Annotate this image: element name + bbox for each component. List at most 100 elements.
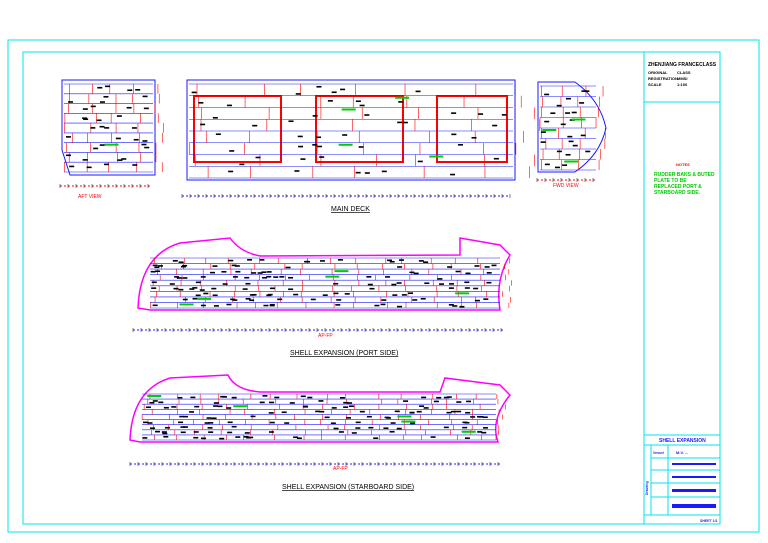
plate-thickness-mark bbox=[227, 104, 233, 107]
plate-thickness-mark bbox=[132, 164, 138, 166]
plate-thickness-mark bbox=[127, 89, 133, 92]
renewal-mark bbox=[564, 160, 579, 163]
plate-thickness-mark bbox=[182, 264, 188, 267]
plate-thickness-mark bbox=[211, 417, 217, 420]
plate-thickness-mark bbox=[391, 283, 397, 286]
plate-thickness-mark bbox=[105, 85, 111, 88]
plate-thickness-mark bbox=[409, 271, 415, 274]
plate-thickness-mark bbox=[474, 265, 480, 267]
plate-thickness-mark bbox=[96, 119, 102, 122]
plate-thickness-mark bbox=[417, 160, 423, 163]
plate-thickness-mark bbox=[199, 289, 205, 291]
plate-thickness-mark bbox=[226, 303, 232, 306]
plate-thickness-mark bbox=[294, 170, 300, 172]
plate-thickness-mark bbox=[222, 283, 228, 285]
plate-thickness-mark bbox=[319, 260, 325, 262]
plate-thickness-mark bbox=[343, 406, 349, 408]
plate-thickness-mark bbox=[437, 278, 443, 280]
starboard-shell-expansion bbox=[129, 374, 512, 443]
plate-thickness-mark bbox=[203, 292, 209, 295]
plate-thickness-mark bbox=[397, 121, 403, 124]
plate-thickness-mark bbox=[65, 136, 71, 138]
plate-thickness-mark bbox=[142, 140, 148, 142]
plate-thickness-mark bbox=[540, 131, 546, 133]
plate-thickness-mark bbox=[337, 259, 343, 261]
plate-thickness-mark bbox=[229, 150, 235, 152]
port-title: SHELL EXPANSION (PORT SIDE) bbox=[290, 350, 398, 357]
plate-thickness-mark bbox=[394, 410, 400, 413]
starboard-title: SHELL EXPANSION (STARBOARD SIDE) bbox=[282, 484, 414, 491]
plate-thickness-mark bbox=[364, 114, 370, 116]
plate-thickness-mark bbox=[336, 299, 342, 301]
plate-thickness-mark bbox=[249, 299, 255, 302]
plate-thickness-mark bbox=[355, 100, 361, 103]
plate-thickness-mark bbox=[142, 95, 148, 98]
plate-thickness-mark bbox=[213, 402, 219, 404]
plate-thickness-mark bbox=[482, 427, 488, 429]
plate-thickness-mark bbox=[145, 406, 151, 409]
plate-thickness-mark bbox=[297, 135, 303, 138]
plate-thickness-mark bbox=[567, 135, 573, 138]
plate-thickness-mark bbox=[191, 91, 197, 94]
plate-thickness-mark bbox=[556, 104, 562, 107]
plate-thickness-mark bbox=[344, 293, 350, 295]
plate-thickness-mark bbox=[200, 304, 206, 307]
plate-thickness-mark bbox=[269, 421, 275, 424]
renewal-mark bbox=[341, 108, 356, 111]
plate-thickness-mark bbox=[104, 163, 110, 166]
plate-thickness-mark bbox=[389, 260, 395, 263]
plate-thickness-mark bbox=[396, 282, 402, 284]
plate-thickness-mark bbox=[155, 430, 161, 433]
plate-thickness-mark bbox=[484, 266, 490, 268]
plate-thickness-mark bbox=[269, 304, 275, 307]
plate-thickness-mark bbox=[358, 146, 364, 148]
plate-thickness-mark bbox=[152, 304, 158, 307]
plate-thickness-mark bbox=[333, 427, 339, 430]
plate-thickness-mark bbox=[262, 395, 268, 397]
tb-row-value: MMSI bbox=[677, 76, 687, 81]
plate-thickness-mark bbox=[245, 282, 251, 285]
plate-thickness-mark bbox=[474, 299, 480, 302]
plate-thickness-mark bbox=[451, 133, 457, 136]
plate-thickness-mark bbox=[544, 163, 550, 166]
plate-thickness-mark bbox=[274, 396, 280, 399]
plate-thickness-mark bbox=[374, 304, 380, 307]
plate-thickness-mark bbox=[459, 305, 465, 308]
plate-thickness-mark bbox=[342, 134, 348, 136]
plate-thickness-mark bbox=[251, 272, 257, 274]
plate-thickness-mark bbox=[423, 261, 429, 263]
plate-thickness-mark bbox=[477, 431, 483, 433]
plate-thickness-mark bbox=[318, 400, 324, 402]
plate-thickness-mark bbox=[259, 401, 265, 404]
plate-thickness-mark bbox=[154, 266, 160, 269]
plate-thickness-mark bbox=[82, 117, 88, 119]
renewal-mark bbox=[179, 303, 194, 306]
plate-thickness-mark bbox=[367, 283, 373, 286]
plate-thickness-mark bbox=[413, 272, 419, 275]
plate-thickness-mark bbox=[252, 124, 258, 127]
plate-thickness-mark bbox=[464, 281, 470, 284]
plate-thickness-mark bbox=[250, 415, 256, 418]
renewal-mark bbox=[334, 270, 349, 273]
plate-thickness-mark bbox=[315, 410, 321, 413]
plate-thickness-mark bbox=[201, 437, 207, 440]
plate-thickness-mark bbox=[381, 299, 387, 301]
plate-thickness-mark bbox=[550, 112, 556, 114]
plate-thickness-mark bbox=[143, 107, 149, 110]
plate-thickness-mark bbox=[345, 417, 351, 419]
plate-thickness-mark bbox=[298, 145, 304, 148]
plate-thickness-mark bbox=[565, 153, 571, 156]
renewal-mark bbox=[233, 405, 248, 408]
plate-thickness-mark bbox=[401, 294, 407, 296]
side-label: Drawing bbox=[645, 481, 649, 495]
plate-thickness-mark bbox=[211, 287, 217, 290]
plate-thickness-mark bbox=[182, 277, 188, 279]
plate-thickness-mark bbox=[115, 137, 121, 140]
plate-thickness-mark bbox=[179, 415, 185, 418]
plate-thickness-mark bbox=[164, 426, 170, 429]
sheet-footer: SHEET 1/1 bbox=[700, 519, 718, 523]
plate-thickness-mark bbox=[571, 111, 577, 114]
plate-thickness-mark bbox=[562, 164, 568, 166]
plate-thickness-mark bbox=[269, 303, 275, 306]
